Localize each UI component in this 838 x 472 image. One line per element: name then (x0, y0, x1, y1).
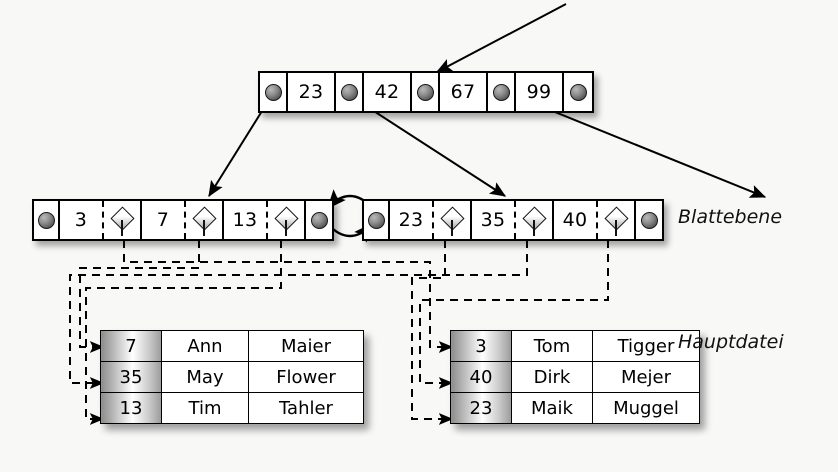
record-lastname-cell: Mejer (592, 361, 700, 393)
record-pointer-stem (121, 220, 123, 236)
record-pointer-stem (203, 220, 205, 236)
record-pointer-cell[interactable] (186, 201, 224, 239)
node-pointer-icon (340, 83, 358, 101)
caption-main-file: Hauptdatei (678, 331, 784, 353)
record-firstname-cell: Tom (511, 330, 593, 362)
node-key-cell: 67 (440, 73, 488, 111)
edge-record-right-d2 (69, 240, 528, 389)
edge-record-left-d3 (85, 240, 282, 425)
node-pointer-cell[interactable] (412, 73, 440, 111)
index-node-root[interactable]: 23 42 67 99 (258, 71, 594, 113)
record-firstname-cell: Maik (511, 392, 593, 424)
record-pointer-cell[interactable] (104, 201, 142, 239)
record-pointer-cell[interactable] (434, 201, 472, 239)
record-lastname-cell: Tahler (248, 392, 364, 424)
node-key-label: 13 (232, 209, 258, 231)
node-key-cell: 13 (224, 201, 268, 239)
edge-root-incoming (435, 3, 567, 73)
node-pointer-cell[interactable] (488, 73, 516, 111)
node-pointer-icon (37, 211, 55, 229)
node-key-cell: 23 (390, 201, 434, 239)
node-pointer-cell[interactable] (636, 201, 662, 239)
node-key-cell: 99 (516, 73, 564, 111)
node-pointer-cell[interactable] (260, 73, 288, 111)
node-pointer-cell[interactable] (306, 201, 332, 239)
node-key-label: 42 (374, 81, 400, 103)
node-key-label: 23 (398, 209, 424, 231)
node-key-cell: 23 (288, 73, 336, 111)
leaf-node-right[interactable]: 23 35 40 (362, 199, 664, 241)
edge-record-left-d1 (123, 240, 454, 353)
edge-record-right-d1 (411, 240, 454, 425)
record-firstname-cell: Ann (161, 330, 249, 362)
node-key-cell: 42 (364, 73, 412, 111)
node-key-label: 35 (480, 209, 506, 231)
record-firstname-cell: Tim (161, 392, 249, 424)
node-key-label: 23 (298, 81, 324, 103)
record-key-cell: 35 (100, 361, 162, 393)
record-lastname-cell: Muggel (592, 392, 700, 424)
record-key-cell: 3 (450, 330, 512, 362)
record-pointer-stem (285, 220, 287, 236)
record-key-cell: 40 (450, 361, 512, 393)
node-key-cell: 40 (554, 201, 598, 239)
node-pointer-icon (310, 211, 328, 229)
node-pointer-cell[interactable] (336, 73, 364, 111)
edge-record-left-d2 (79, 240, 200, 353)
node-key-cell: 3 (60, 201, 104, 239)
node-pointer-icon (640, 211, 658, 229)
record-pointer-cell[interactable] (268, 201, 306, 239)
node-key-label: 67 (450, 81, 476, 103)
node-pointer-cell[interactable] (34, 201, 60, 239)
record-pointer-stem (451, 220, 453, 236)
node-pointer-icon (492, 83, 510, 101)
node-key-label: 7 (156, 209, 170, 231)
node-pointer-cell[interactable] (564, 73, 592, 111)
node-pointer-icon (569, 83, 587, 101)
node-pointer-icon (264, 83, 282, 101)
caption-leaf-level: Blattebene (678, 206, 783, 228)
record-key-cell: 7 (100, 330, 162, 362)
record-firstname-cell: Dirk (511, 361, 593, 393)
node-pointer-icon (367, 211, 385, 229)
record-key-cell: 23 (450, 392, 512, 424)
node-pointer-cell[interactable] (364, 201, 390, 239)
record-lastname-cell: Flower (248, 361, 364, 393)
edge-record-right-d3 (419, 240, 609, 389)
node-key-label: 40 (562, 209, 588, 231)
record-key-cell: 13 (100, 392, 162, 424)
record-pointer-cell[interactable] (516, 201, 554, 239)
record-pointer-stem (533, 220, 535, 236)
node-key-label: 3 (74, 209, 88, 231)
record-pointer-stem (615, 220, 617, 236)
node-key-label: 99 (526, 81, 552, 103)
node-pointer-icon (416, 83, 434, 101)
node-key-cell: 35 (472, 201, 516, 239)
record-lastname-cell: Maier (248, 330, 364, 362)
leaf-node-left[interactable]: 3 7 13 (32, 199, 334, 241)
node-key-cell: 7 (142, 201, 186, 239)
record-pointer-cell[interactable] (598, 201, 636, 239)
record-firstname-cell: May (161, 361, 249, 393)
